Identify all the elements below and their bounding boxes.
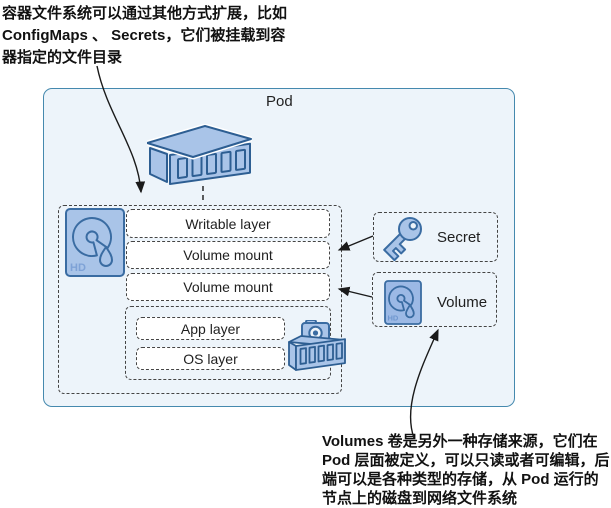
container-3d-icon <box>147 124 252 185</box>
annotation-configmaps-secrets: 容器文件系统可以通过其他方式扩展，比如 ConfigMaps 、 Secrets… <box>2 3 287 69</box>
volume-mount-label-1: Volume mount <box>183 247 273 263</box>
os-layer-box: OS layer <box>136 347 285 370</box>
disk-platter <box>72 217 112 257</box>
container-filesystem-box <box>58 205 342 394</box>
disk-platter <box>388 285 414 312</box>
annotation-line: 器指定的文件目录 <box>2 49 123 66</box>
hard-disk-icon: HD <box>65 208 125 277</box>
volume-mount-box-2: Volume mount <box>126 273 330 301</box>
key-hole <box>408 221 418 231</box>
volume-mount-label-2: Volume mount <box>183 279 273 295</box>
annotation-line: ConfigMaps 、 Secrets，它们被挂载到容 <box>2 27 286 44</box>
annotation-line: 容器文件系统可以通过其他方式扩展，比如 <box>2 5 288 22</box>
container-lid <box>147 125 252 158</box>
annotation-line: 节点上的磁盘到网络文件系统 <box>322 490 518 507</box>
drop-shape <box>99 246 113 267</box>
volume-label: Volume <box>437 294 488 311</box>
hd-badge: HD <box>70 262 86 274</box>
annotation-line: Volumes 卷是另外一种存储来源，它们在 <box>322 433 598 450</box>
app-layer-label: App layer <box>180 320 241 337</box>
key-icon <box>383 217 422 262</box>
volume-mount-box-1: Volume mount <box>126 241 330 269</box>
writable-layer-box: Writable layer <box>126 209 330 238</box>
annotation-volumes: Volumes 卷是另外一种存储来源，它们在 Pod 层面被定义，可以只读或者可… <box>322 432 610 508</box>
secret-label: Secret <box>437 229 481 246</box>
volume-box: HD Volume <box>372 272 497 327</box>
mini-container-side <box>288 341 297 371</box>
container-image-snapshot-icon <box>288 320 346 371</box>
os-layer-label: OS layer <box>183 350 238 367</box>
pod-title: Pod <box>266 93 293 110</box>
hard-disk-icon: HD <box>384 280 422 325</box>
writable-layer-label: Writable layer <box>185 215 271 232</box>
secret-box: Secret <box>373 212 498 262</box>
app-layer-box: App layer <box>136 317 285 340</box>
annotation-line: 端可以是各种类型的存储，从 Pod 运行的 <box>322 471 599 488</box>
drop-shape <box>405 304 415 319</box>
hd-badge: HD <box>388 314 399 323</box>
annotation-line: Pod 层面被定义，可以只读或者可编辑，后 <box>322 452 610 469</box>
container-side-face <box>149 147 168 183</box>
